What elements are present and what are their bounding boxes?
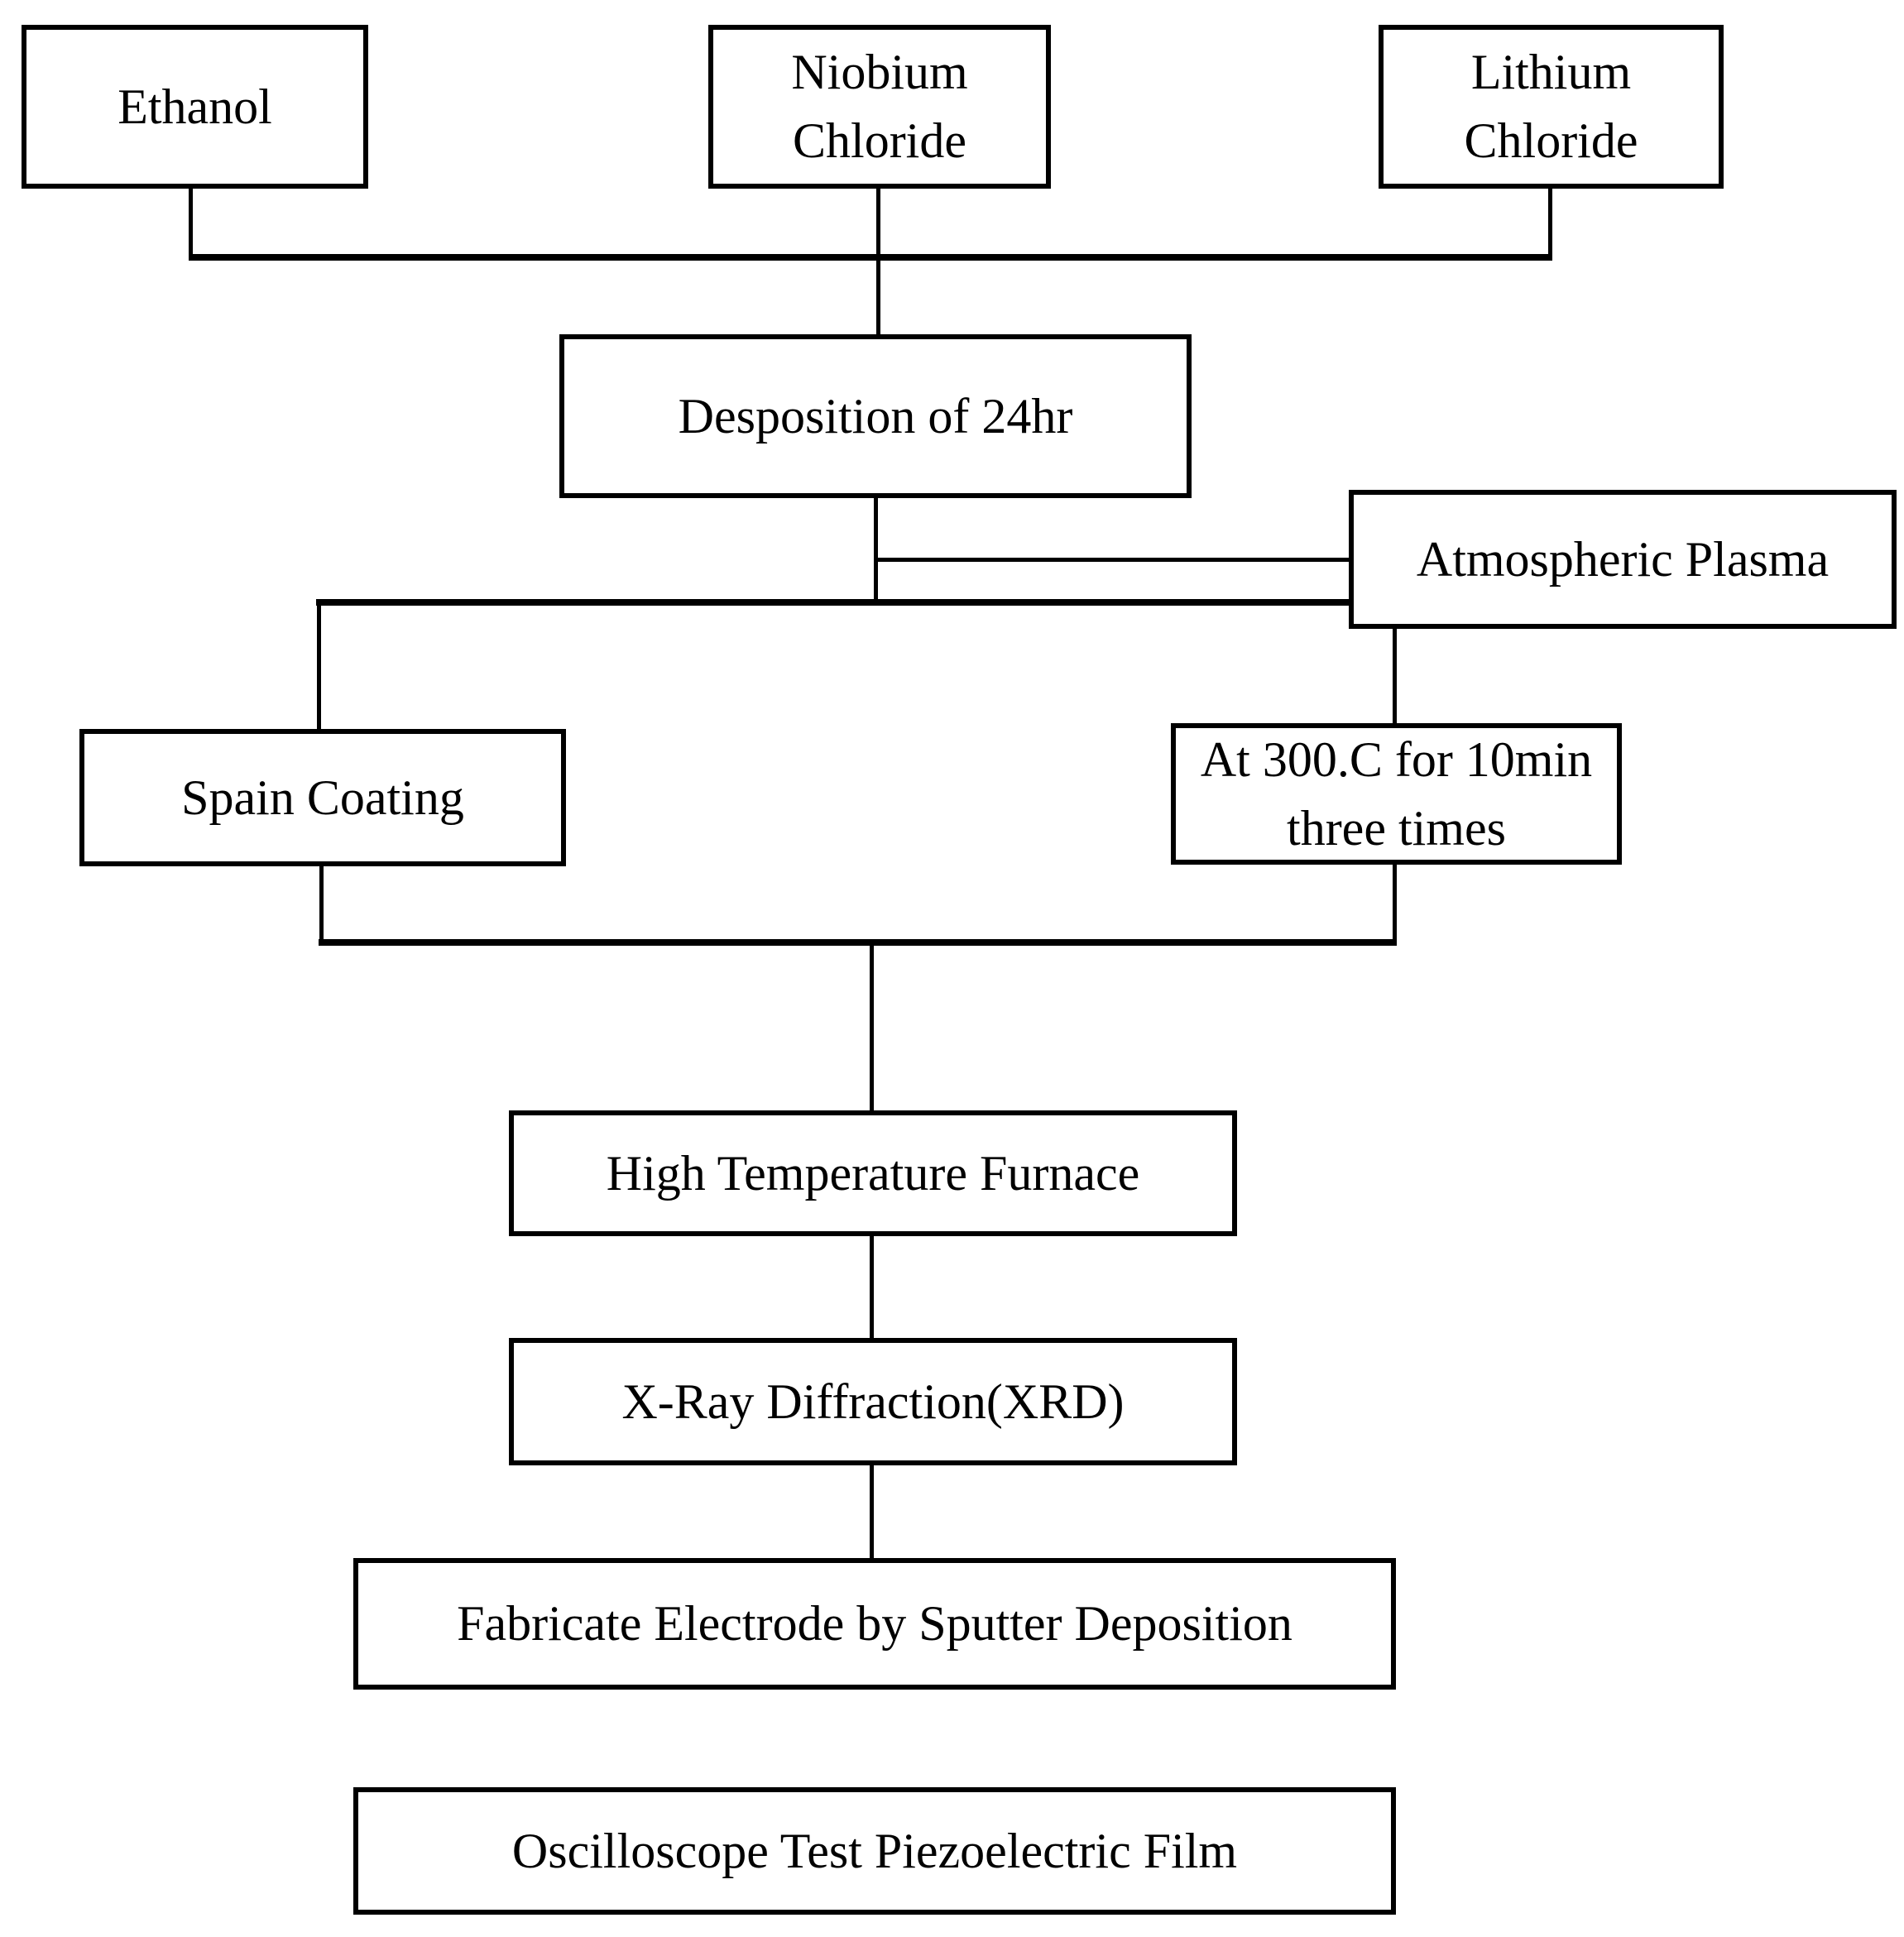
node-label-line: Atmospheric Plasma — [1416, 531, 1830, 587]
node-label-line: Desposition of 24hr — [678, 388, 1073, 443]
node-label-line: Fabricate Electrode by Sputter Depositio… — [457, 1596, 1293, 1652]
node-ethanol: Ethanol — [22, 25, 368, 189]
node-oscilloscope-test: Oscilloscope Test Piezoelectric Film — [353, 1787, 1396, 1915]
node-label-at-300c: At 300.C for 10min three times — [1201, 726, 1592, 863]
line-top-join — [189, 254, 1552, 261]
node-label-line: Niobium — [791, 45, 968, 100]
line-merge-down — [869, 942, 874, 1110]
line-spain-down — [319, 866, 324, 946]
line-branch-left-down — [316, 602, 321, 731]
line-ethanol-down — [188, 189, 193, 261]
node-label-line: X-Ray Diffraction(XRD) — [621, 1374, 1125, 1429]
line-lithium-down — [1547, 189, 1552, 261]
node-label-ethanol: Ethanol — [118, 73, 272, 141]
line-merge — [319, 939, 1397, 946]
node-label-fabricate-electrode: Fabricate Electrode by Sputter Depositio… — [457, 1589, 1293, 1658]
node-label-oscilloscope-test: Oscilloscope Test Piezoelectric Film — [512, 1817, 1237, 1886]
node-label-line: Chloride — [1464, 113, 1638, 168]
node-label-line: Chloride — [793, 113, 966, 168]
line-desposition-down — [873, 498, 878, 606]
node-label-xrd: X-Ray Diffraction(XRD) — [621, 1368, 1124, 1436]
node-label-spain-coating: Spain Coating — [181, 764, 464, 832]
node-label-line: three times — [1287, 800, 1506, 856]
node-high-temperature-furnace: High Temperature Furnace — [509, 1110, 1237, 1236]
node-label-line: Spain Coating — [181, 770, 464, 825]
line-branch — [316, 599, 1397, 606]
node-label-desposition: Desposition of 24hr — [679, 382, 1073, 451]
line-xrd-down — [869, 1465, 874, 1561]
node-fabricate-electrode: Fabricate Electrode by Sputter Depositio… — [353, 1558, 1396, 1690]
node-atmospheric-plasma: Atmospheric Plasma — [1349, 490, 1897, 629]
line-to-plasma — [875, 557, 1350, 562]
node-xrd: X-Ray Diffraction(XRD) — [509, 1338, 1237, 1465]
node-label-line: At 300.C for 10min — [1200, 731, 1593, 787]
node-at-300c: At 300.C for 10min three times — [1171, 723, 1622, 865]
node-label-atmospheric-plasma: Atmospheric Plasma — [1417, 525, 1829, 594]
node-label-line: Ethanol — [118, 79, 272, 134]
line-furnace-down — [869, 1236, 874, 1340]
node-label-line: Lithium — [1470, 45, 1632, 100]
line-at300-down — [1392, 865, 1397, 946]
node-spain-coating: Spain Coating — [79, 729, 566, 866]
node-label-line: High Temperature Furnace — [606, 1145, 1140, 1201]
node-desposition: Desposition of 24hr — [559, 334, 1192, 498]
node-label-line: Oscilloscope Test Piezoelectric Film — [511, 1823, 1238, 1878]
node-label-high-temperature-furnace: High Temperature Furnace — [607, 1139, 1139, 1208]
line-branch-right-down — [1392, 602, 1397, 726]
line-niobium-down — [875, 189, 880, 334]
